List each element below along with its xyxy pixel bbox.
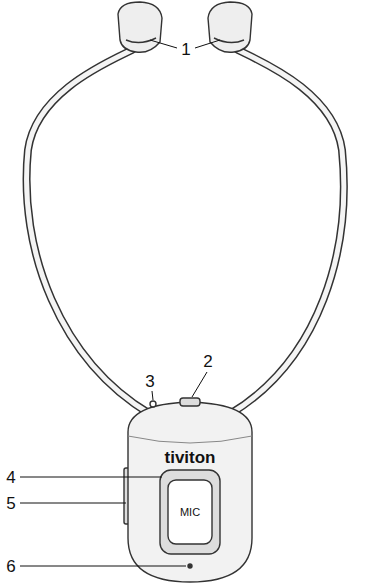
top-button [180,398,200,406]
callout-number: 3 [143,373,156,390]
receiver-body [124,398,252,582]
mic-button [160,470,220,554]
headset-tubes [27,50,344,414]
socket [150,401,156,407]
brand-name: tiviton [165,449,216,466]
callout-number: 5 [4,495,17,512]
callout-number: 4 [4,469,17,486]
callout-number: 2 [201,353,214,370]
led [188,564,192,568]
button-label: MIC [180,507,200,518]
callout-number: 6 [4,558,17,575]
callout-number: 1 [179,41,192,58]
leader-lines [20,40,220,566]
